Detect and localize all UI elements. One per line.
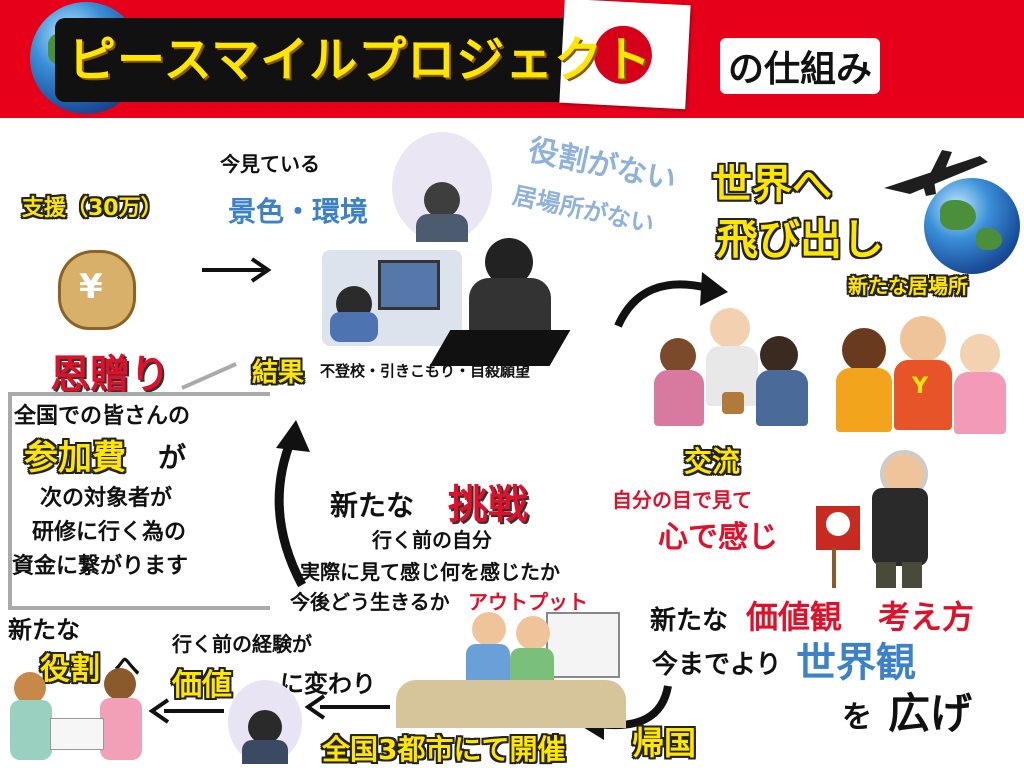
- role-line2a: 役割: [40, 652, 100, 687]
- view-line1: 今見ている: [220, 152, 320, 176]
- onkuri-line1: 全国での皆さんの: [14, 404, 191, 429]
- arrow-left-icon: [304, 694, 390, 720]
- onkuri-line2b: が: [158, 441, 187, 474]
- onkuri-line2a: 参加費: [24, 438, 126, 478]
- experience-line2a: 価値: [172, 668, 232, 703]
- title-box: [55, 18, 650, 102]
- challenge-line2: 実際に見て感じ何を感じたか: [300, 560, 560, 584]
- role-line1: 新たな: [8, 616, 80, 644]
- kids-group-illustration: Y: [836, 316, 1016, 440]
- challenge-label-b: 挑戦: [448, 482, 528, 528]
- experience-line2b: に変わり: [280, 670, 376, 698]
- onkuri-line3: 次の対象者が: [40, 486, 173, 511]
- arrow-right-icon: [202, 257, 272, 283]
- experience-line1: 行く前の経験が: [172, 632, 312, 656]
- page-title: ピースマイルプロジェクト: [68, 32, 653, 88]
- support-label: 支援（30万）: [22, 196, 163, 221]
- airplane-icon: [884, 150, 988, 196]
- challenge-line3a: 今後どう生きるか: [290, 590, 450, 614]
- sad-child-room-illustration: [322, 250, 462, 346]
- fly-line2: 飛び出し: [716, 215, 885, 264]
- teaching-illustration: [10, 668, 150, 764]
- onkuri-frame: [8, 392, 270, 610]
- exchange-people-illustration: [650, 308, 820, 428]
- onkuri-label: 恩贈り: [50, 352, 170, 398]
- deminer-illustration: [816, 444, 1016, 592]
- new-place: 新たな居場所: [848, 274, 968, 298]
- values-line1a: 新たな: [650, 606, 729, 636]
- held-label: 全国3都市にて開催: [322, 733, 566, 766]
- values-line3a: を: [842, 700, 872, 735]
- fly-line1: 世界へ: [712, 162, 832, 208]
- worried-boy-icon: [392, 132, 492, 242]
- challenge-line1: 行く前の自分: [372, 528, 492, 552]
- values-line1c: 考え方: [878, 598, 975, 636]
- values-line1b: 価値観: [746, 598, 843, 636]
- worried-boy-icon-2: [228, 680, 302, 764]
- values-line2a: 今までより: [652, 650, 782, 680]
- curved-arrow-up-icon: [274, 420, 310, 588]
- result-label: 結果: [252, 358, 305, 388]
- arrow-left-icon-2: [148, 698, 224, 724]
- values-line3b: 広げ: [888, 689, 973, 738]
- onkuri-line4: 研修に行く為の: [32, 520, 187, 545]
- connector-line: [181, 362, 237, 390]
- money-bag-icon: ¥: [58, 250, 136, 330]
- return-label: 帰国: [632, 724, 697, 762]
- earth-globe-icon-2: [924, 178, 1020, 274]
- result-text: 不登校・引きこもり・自殺願望: [320, 362, 531, 380]
- challenge-line3b: アウトプット: [468, 590, 588, 614]
- page-subtitle: の仕組み: [720, 38, 881, 94]
- curved-arrow-right-icon: [614, 272, 728, 328]
- onkuri-line5: 資金に繋がります: [12, 554, 189, 579]
- values-line2b: 世界観: [796, 640, 916, 686]
- exchange-line1: 自分の目で見て: [612, 488, 752, 512]
- exchange-label: 交流: [684, 445, 741, 478]
- exchange-line2: 心で感じ: [658, 520, 778, 555]
- presentation-illustration: [396, 608, 626, 728]
- challenge-label-a: 新たな: [330, 489, 415, 522]
- view-line2: 景色・環境: [228, 195, 369, 228]
